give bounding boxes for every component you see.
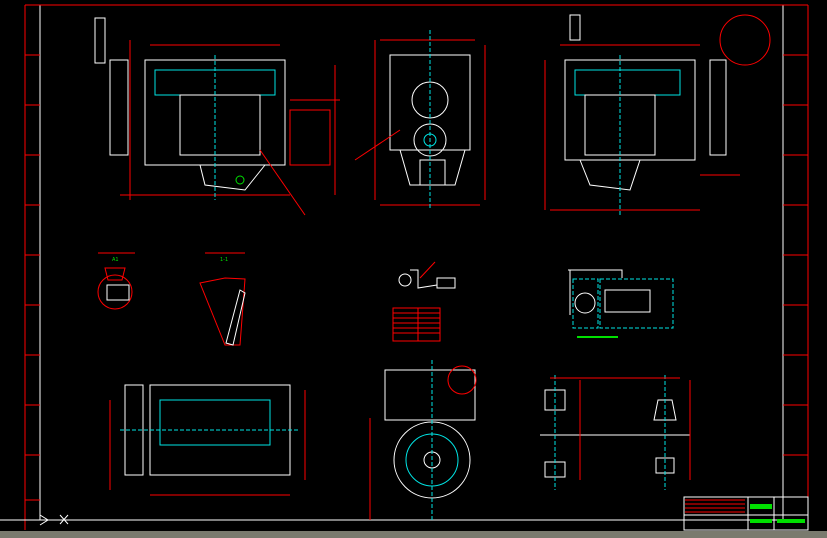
engine-side-view-left <box>94 17 340 216</box>
engine-side-view-right <box>544 14 771 215</box>
status-bar <box>0 531 827 538</box>
drawing-frame <box>24 4 809 530</box>
detail-a-label: A1 <box>112 257 119 263</box>
ucs-icon <box>0 514 49 526</box>
engine-front-view <box>354 30 486 210</box>
title-block <box>683 496 809 531</box>
wiring-diagram <box>568 269 674 338</box>
component-detail <box>392 261 456 342</box>
engine-plan-view <box>109 384 306 496</box>
crosshair-cursor-icon <box>59 514 69 525</box>
section-view-1-1: 1-1 <box>199 252 246 346</box>
section-label: 1-1 <box>220 257 228 263</box>
detail-view-a: A1 <box>97 252 135 310</box>
engine-rear-view <box>369 360 477 520</box>
engine-mount-diagram <box>540 375 691 490</box>
